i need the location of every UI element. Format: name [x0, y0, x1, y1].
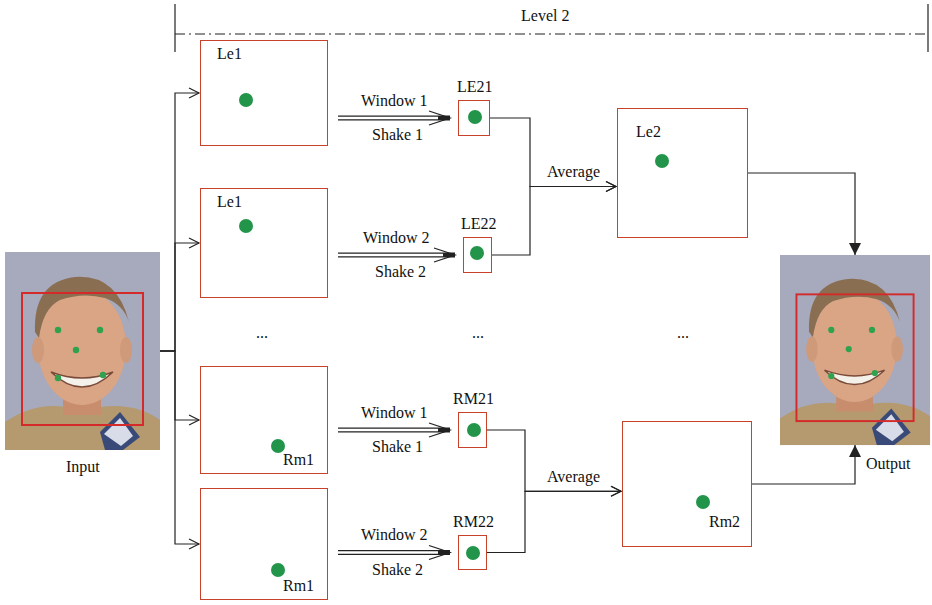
ellipsis: ...	[254, 324, 270, 342]
connector	[160, 351, 199, 544]
shake-label: Shake 1	[370, 126, 425, 144]
connector	[160, 351, 199, 420]
double-arrow	[337, 255, 455, 256]
crop-box: Rm1	[200, 488, 328, 600]
shake-label: Shake 2	[373, 263, 428, 281]
box-label: Rm1	[283, 577, 314, 595]
ellipsis: ...	[470, 324, 486, 342]
crop-box: Le1	[200, 40, 328, 146]
connector	[748, 173, 855, 255]
level-bracket	[174, 4, 175, 52]
edge-label: Average	[545, 468, 602, 486]
shake-label: Shake 2	[370, 561, 425, 579]
image-caption: Input	[66, 458, 100, 476]
box-label: Rm2	[709, 513, 740, 531]
double-arrow	[337, 552, 450, 553]
crop-box: Le1	[200, 188, 328, 298]
edge-label: Window 2	[359, 526, 429, 544]
edge-label: Average	[545, 163, 602, 181]
box-label: RM21	[453, 390, 494, 408]
connector	[487, 430, 621, 491]
window-box: RM21	[458, 412, 487, 448]
average-box: Rm2	[622, 421, 752, 547]
level-title: Level 2	[519, 7, 571, 25]
edge-label: Window 2	[361, 229, 431, 247]
double-arrow	[337, 118, 450, 119]
box-label: LE22	[461, 215, 497, 233]
input-image: Input	[5, 252, 160, 450]
box-label: Rm1	[283, 451, 314, 469]
connector	[492, 187, 616, 256]
connector	[487, 491, 621, 552]
level-bracket	[927, 4, 928, 52]
box-label: Le1	[217, 45, 242, 63]
window-box: LE21	[458, 100, 490, 136]
average-box: Le2	[617, 108, 748, 238]
connector	[160, 93, 199, 351]
ellipsis: ...	[675, 324, 691, 342]
double-arrow	[337, 430, 450, 431]
window-box: RM22	[458, 535, 487, 570]
crop-box: Rm1	[200, 366, 328, 474]
edge-label: Window 1	[359, 92, 429, 110]
input-face-image	[5, 252, 160, 450]
image-caption: Output	[866, 455, 910, 473]
box-label: Le1	[217, 193, 242, 211]
connector	[160, 243, 199, 351]
landmark-dots	[239, 93, 710, 577]
output-image: Output	[780, 255, 930, 445]
output-face-image	[780, 255, 930, 445]
connector	[752, 445, 855, 484]
box-label: RM22	[453, 513, 494, 531]
box-label: Le2	[636, 123, 661, 141]
level-bracket	[175, 33, 928, 34]
box-label: LE21	[457, 78, 493, 96]
connector	[490, 118, 616, 187]
window-box: LE22	[463, 237, 492, 273]
edge-label: Window 1	[359, 404, 429, 422]
shake-label: Shake 1	[370, 438, 425, 456]
